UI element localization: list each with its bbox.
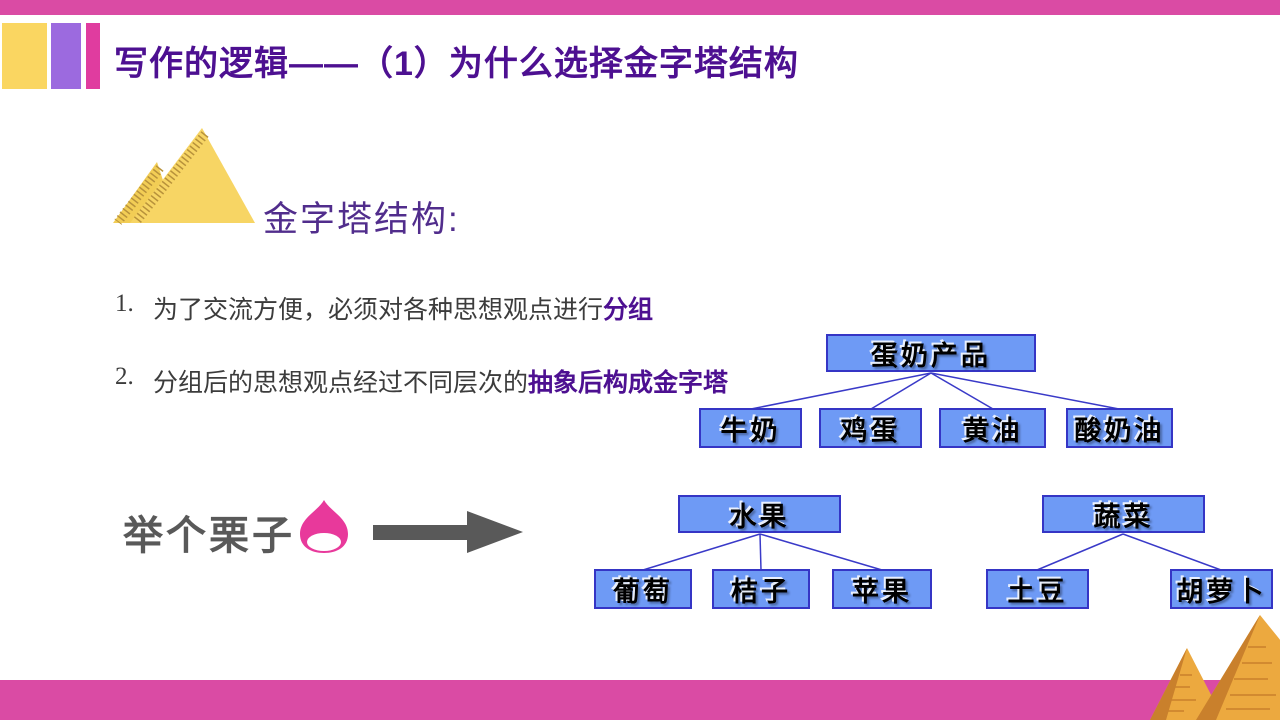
- list-emphasis: 分组: [603, 296, 654, 324]
- accent-rect-yellow: [2, 23, 47, 89]
- bottom-accent-bar: [0, 680, 1280, 720]
- tree-node: 胡萝卜: [1170, 569, 1273, 609]
- right-arrow-icon: [373, 511, 523, 553]
- tree-node: 苹果: [832, 569, 932, 609]
- accent-rect-pink: [86, 23, 100, 89]
- tree-node: 酸奶油: [1066, 408, 1173, 448]
- top-accent-bar: [0, 0, 1280, 15]
- tree-node: 葡萄: [594, 569, 692, 609]
- corner-pyramids-decoration: [1150, 615, 1280, 720]
- list-number: 1.: [115, 290, 134, 317]
- tree-node-parent: 水果: [678, 495, 841, 533]
- example-label: 举个栗子: [123, 514, 295, 558]
- list-text: 分组后的思想观点经过不同层次的抽象后构成金字塔: [153, 369, 729, 397]
- list-item-1: 1. 为了交流方便，必须对各种思想观点进行分组: [115, 290, 835, 326]
- accent-rect-purple: [51, 23, 81, 89]
- section-heading: 金字塔结构:: [263, 200, 460, 239]
- tree-node-parent: 蛋奶产品: [826, 334, 1036, 372]
- tree-node-parent: 蔬菜: [1042, 495, 1205, 533]
- chestnut-icon: [300, 500, 348, 553]
- list-item-2: 2. 分组后的思想观点经过不同层次的抽象后构成金字塔: [115, 363, 835, 399]
- list-number: 2.: [115, 363, 134, 390]
- tree-node: 牛奶: [699, 408, 802, 448]
- pyramid-icon: [113, 128, 255, 225]
- tree-node: 鸡蛋: [819, 408, 922, 448]
- tree-node: 土豆: [986, 569, 1089, 609]
- page-title: 写作的逻辑——（1）为什么选择金字塔结构: [114, 45, 799, 83]
- tree-node: 黄油: [939, 408, 1046, 448]
- tree-node: 桔子: [712, 569, 810, 609]
- list-emphasis: 抽象后构成金字塔: [528, 369, 729, 397]
- list-text: 为了交流方便，必须对各种思想观点进行分组: [153, 296, 654, 324]
